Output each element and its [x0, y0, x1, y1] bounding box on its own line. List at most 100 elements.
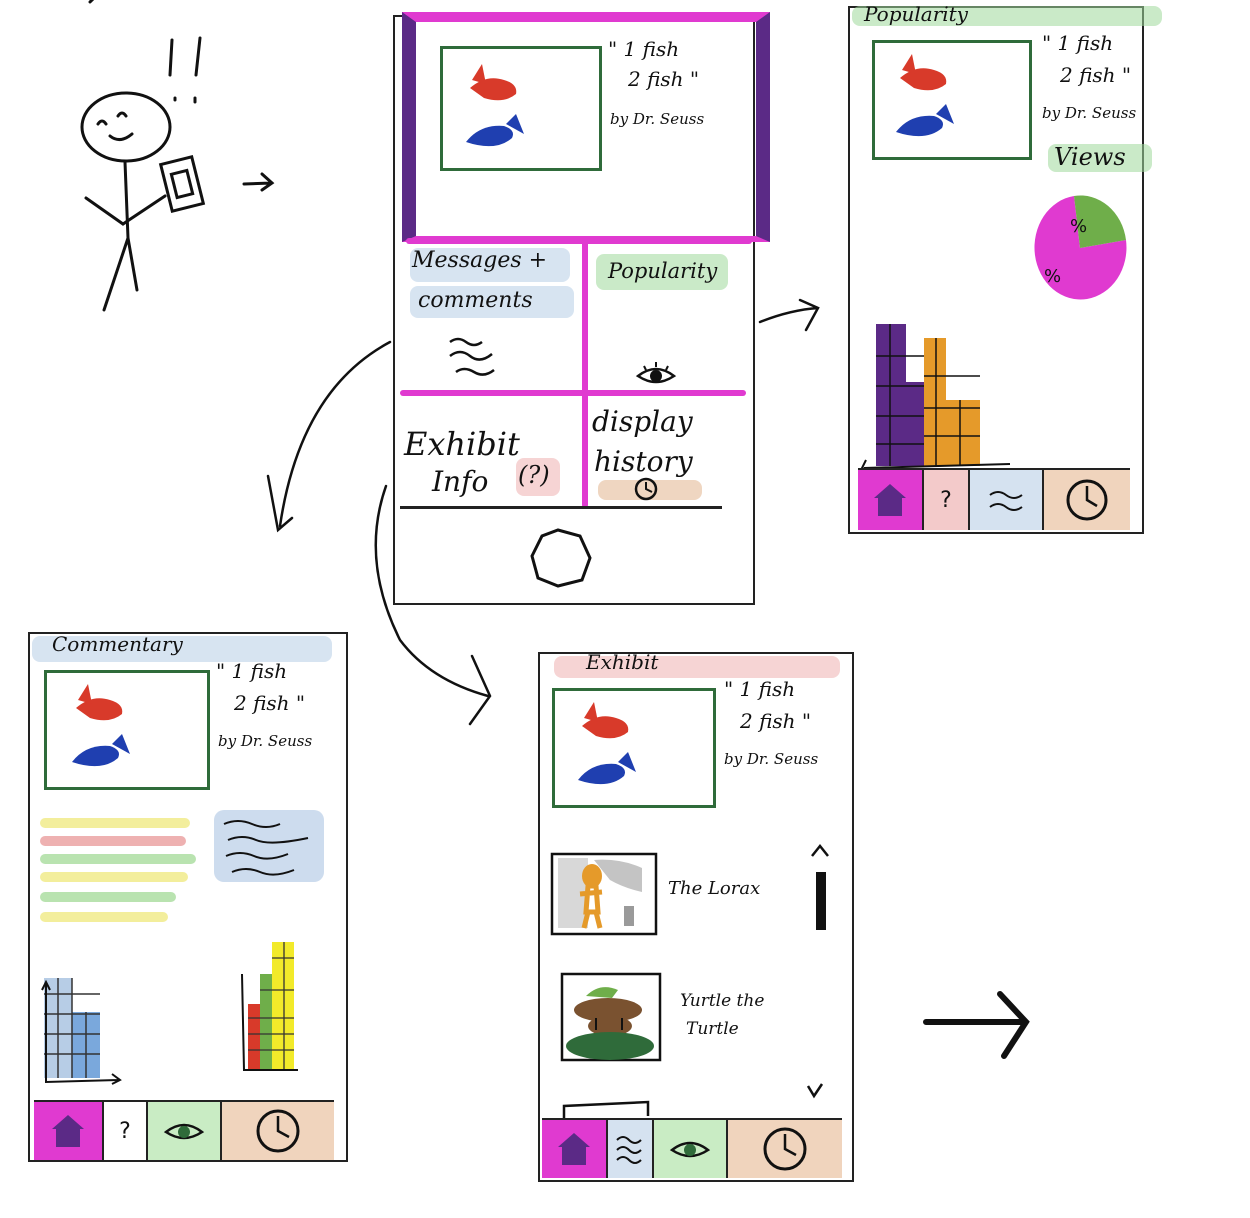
bar-orange-tall — [924, 338, 946, 466]
comments-highlight — [410, 286, 574, 318]
tab-comments[interactable] — [606, 1120, 652, 1178]
clock-icon — [1066, 479, 1108, 521]
pie-slice-green — [1074, 195, 1126, 248]
bar-purple-short — [904, 382, 924, 466]
exhibit-tab-bar — [542, 1118, 842, 1178]
tab-history[interactable] — [1042, 470, 1130, 530]
tab-home[interactable] — [858, 470, 922, 530]
messages-highlight — [410, 248, 570, 282]
question-icon: ? — [940, 487, 952, 513]
exhibit-item-lorax[interactable]: The Lorax — [550, 852, 800, 936]
tab-history[interactable] — [220, 1102, 334, 1160]
home-button[interactable] — [528, 526, 594, 590]
scroll-down-icon — [806, 1083, 824, 1099]
views-highlight — [1048, 144, 1152, 172]
home-screen-bottom-bar — [400, 506, 722, 509]
comment-line — [40, 818, 190, 828]
artwork-title-line1: " 1 fish — [216, 659, 288, 683]
arrow-to-exhibit — [374, 484, 492, 726]
comment-line — [40, 854, 196, 864]
history-tile-label[interactable]: history — [594, 445, 693, 478]
fish-icon — [896, 54, 954, 137]
scroll-up-icon — [811, 843, 829, 857]
commentary-bar-chart-blue — [41, 978, 122, 1085]
eye-icon — [163, 1123, 205, 1140]
artwork-title-line1: " 1 fish — [1042, 31, 1114, 55]
tab-popularity[interactable] — [652, 1120, 726, 1178]
commentary-screen-title: Commentary — [52, 632, 183, 656]
arrow-to-commentary — [266, 340, 392, 533]
bar-orange-short — [944, 400, 980, 466]
arrow-to-popularity — [758, 298, 820, 332]
comment-line — [40, 892, 176, 902]
pie-slice-magenta — [1034, 196, 1127, 300]
commentary-title-highlight — [32, 636, 332, 662]
lorax-thumbnail — [550, 852, 658, 936]
exhibit-title-highlight — [554, 656, 840, 678]
grid-divider-h2 — [400, 390, 746, 396]
artwork-title-line1: " 1 fish — [608, 37, 680, 61]
exhibit-scrollbar[interactable] — [806, 842, 836, 1112]
comment-line — [40, 912, 168, 922]
exhibit-item-label-line2: Turtle — [686, 1019, 739, 1039]
house-icon — [874, 484, 906, 516]
squiggle-icon — [223, 820, 309, 876]
tab-home[interactable] — [34, 1102, 102, 1160]
artwork-title-line2: 2 fish " — [234, 691, 306, 715]
commentary-artwork — [44, 670, 210, 790]
house-icon — [558, 1133, 590, 1165]
display-tile-label[interactable]: display — [592, 405, 693, 438]
views-label: Views — [1054, 143, 1126, 171]
eye-icon — [669, 1141, 711, 1158]
arrow-next — [923, 991, 1030, 1059]
comment-list — [38, 816, 198, 926]
squiggle-icon — [989, 491, 1023, 511]
artwork-title-line1: " 1 fish — [724, 677, 796, 701]
exhibit-artwork — [552, 688, 716, 808]
exclamation-marks — [88, 0, 202, 104]
popularity-tile-label[interactable]: Popularity — [608, 259, 718, 283]
popularity-screen-title: Popularity — [864, 2, 968, 26]
info-badge: (?) — [518, 461, 550, 489]
messages-label[interactable]: Messages + — [412, 248, 548, 273]
tab-comments[interactable] — [968, 470, 1042, 530]
tab-popularity[interactable] — [146, 1102, 220, 1160]
exhibit-screen-title: Exhibit — [586, 650, 659, 674]
popularity-tab-bar: ? — [858, 468, 1130, 530]
exhibit-tab-indicator — [562, 1100, 650, 1118]
grid-divider-h1 — [406, 238, 752, 244]
eye-icon — [635, 362, 677, 384]
popularity-highlight — [596, 254, 728, 290]
tab-history[interactable] — [726, 1120, 842, 1178]
exhibit-item-yurtle[interactable]: Yurtle the Turtle — [560, 972, 800, 1064]
exhibit-item-label: The Lorax — [668, 878, 761, 899]
tab-help[interactable]: ? — [922, 470, 968, 530]
comment-line — [40, 836, 186, 846]
commentary-tab-bar: ? — [34, 1100, 334, 1160]
popularity-title-highlight — [852, 6, 1162, 26]
pie-label-magenta: % — [1044, 266, 1062, 287]
commentary-bar-chart-color — [241, 942, 298, 1071]
user-figure — [80, 0, 275, 312]
popularity-artwork — [872, 40, 1032, 160]
question-icon: ? — [119, 1118, 131, 1144]
featured-artwork[interactable] — [440, 46, 602, 171]
exhibit-tile-label[interactable]: Exhibit — [404, 425, 520, 463]
artwork-title-line2: 2 fish " — [1060, 63, 1132, 87]
tab-help[interactable]: ? — [102, 1102, 146, 1160]
pie-label-green: % — [1070, 216, 1088, 237]
info-badge-highlight — [516, 458, 560, 496]
artwork-author: by Dr. Seuss — [610, 110, 705, 128]
yurtle-thumbnail — [560, 972, 662, 1062]
comment-line — [40, 872, 188, 882]
info-tile-label[interactable]: Info — [432, 465, 489, 498]
views-pie-chart — [1034, 195, 1127, 300]
artwork-title-line2: 2 fish " — [740, 709, 812, 733]
fish-icon — [578, 702, 636, 785]
phone-icon — [158, 155, 206, 213]
comments-label[interactable]: comments — [418, 288, 533, 313]
house-icon — [52, 1115, 84, 1147]
tab-home[interactable] — [542, 1120, 606, 1178]
squiggle-icon — [449, 337, 495, 376]
